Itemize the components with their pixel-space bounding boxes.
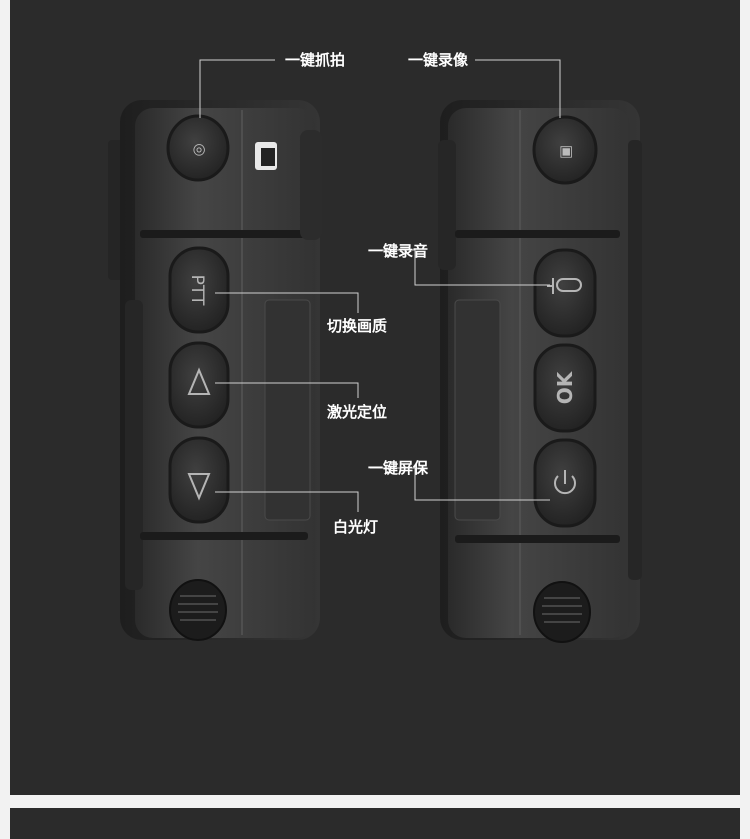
power-icon [554,470,576,495]
leader-switch-quality [215,292,359,313]
microphone-icon [547,278,582,294]
lower-background-panel [10,808,740,839]
label-record-video: 一键录像 [408,51,469,69]
left-device-bottom-knob [169,579,227,641]
white-light-down-button[interactable] [168,436,230,524]
right-device: ▣ OK [438,100,642,643]
snapshot-button[interactable] [166,114,230,182]
label-snapshot: 一键抓拍 [285,51,346,69]
leader-snapshot [199,59,275,118]
left-device-groove-bottom [140,532,308,540]
leader-screen-lock [370,467,550,501]
record-audio-button[interactable] [533,248,597,338]
leader-laser [215,382,359,398]
triangle-down-icon [187,473,211,501]
record-video-button[interactable] [532,115,598,185]
left-device-groove-top [140,230,308,238]
leader-record-audio [370,249,550,286]
ptt-button[interactable] [168,246,230,334]
video-camera-icon: ▣ [556,145,574,159]
leader-lines [199,59,561,512]
right-device-side-clip [438,140,456,270]
ok-button[interactable] [533,343,597,433]
label-switch-quality: 切换画质 [327,317,388,335]
left-device-panel-inset [264,299,311,521]
right-device-groove-top [455,230,620,238]
left-device-grip [125,300,143,590]
label-screen-lock: 一键屏保 [368,459,429,477]
ptt-label: PTT [187,275,207,306]
leader-record-video [475,59,561,118]
laser-up-button[interactable] [168,341,230,429]
camera-icon: ◎ [189,143,207,156]
right-device-groove-bottom [455,535,620,543]
left-device-lens-bump [300,130,322,240]
triangle-up-icon [187,367,211,395]
right-device-bottom-knob [533,581,591,643]
leader-white-light [215,491,359,512]
label-laser: 激光定位 [327,403,388,421]
right-device-grip [628,140,642,580]
label-white-light: 白光灯 [333,518,379,536]
label-record-audio: 一键录音 [368,242,429,260]
right-device-panel-inset [454,299,501,521]
ok-label: OK [553,370,577,404]
left-device: ◎ PTT [108,100,322,641]
